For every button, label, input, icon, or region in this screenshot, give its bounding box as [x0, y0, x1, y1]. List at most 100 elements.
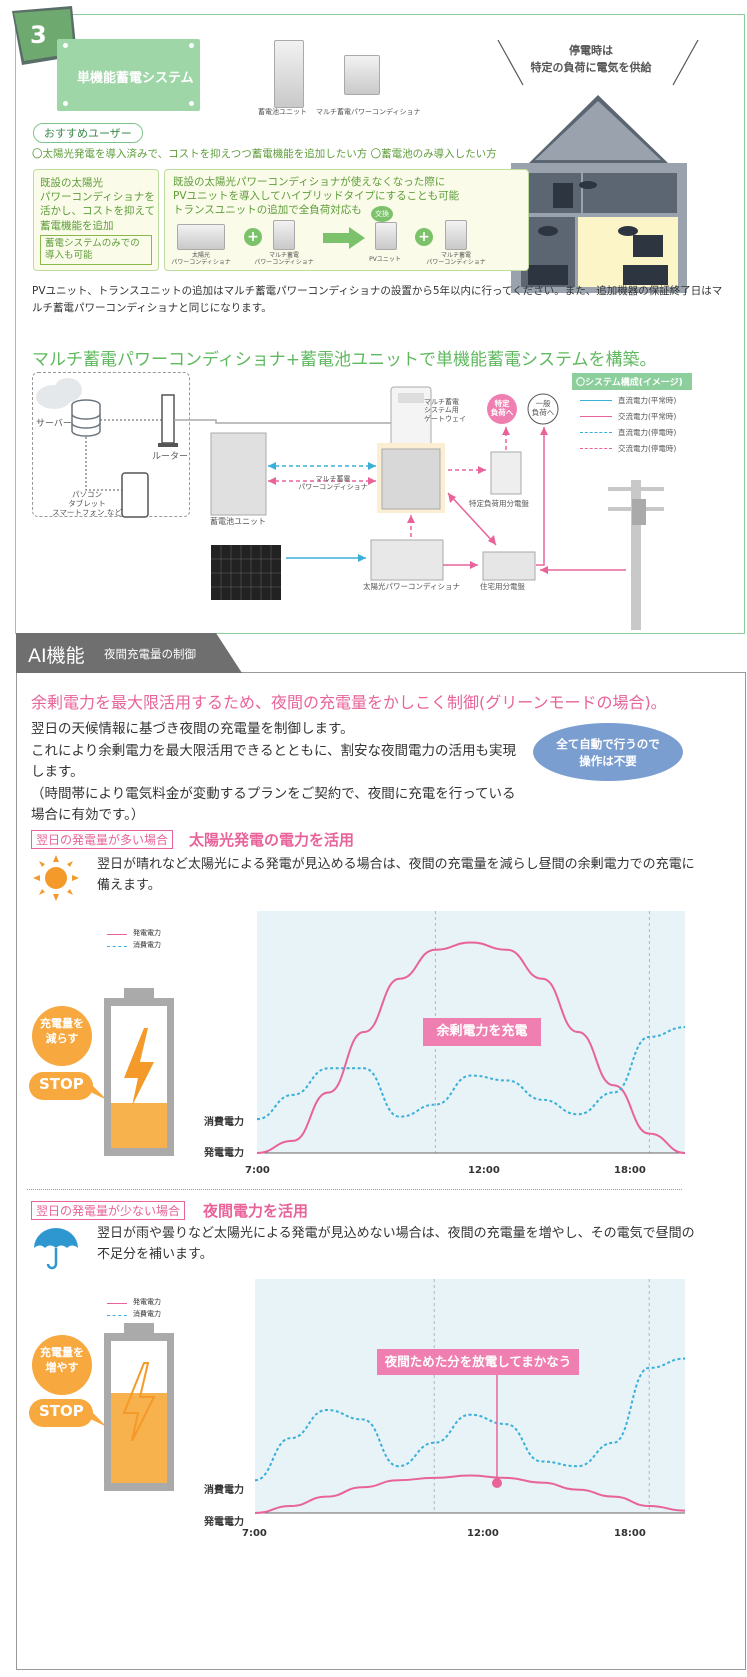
specific-panel-label: 特定負荷用分電盤	[469, 499, 529, 508]
single-function-storage-section: 3 単機能蓄電システム 蓄電池ユニット マルチ蓄電パワーコンディショナ 停電時は…	[12, 6, 745, 634]
solar-pc-label: 太陽光パワーコンディショナ	[363, 582, 460, 591]
case1-text: 翌日が晴れなど太陽光による発電が見込める場合は、夜間の充電量を減らし昼間の余剰電…	[97, 857, 695, 893]
legend-row: 直流電力(停電時)	[572, 427, 692, 438]
item-label: PVユニット	[369, 256, 401, 263]
x-tick: 12:00	[468, 1165, 500, 1176]
stop-label: STOP	[39, 1402, 84, 1420]
devices-label: パソコン タブレット スマートフォン など	[52, 490, 122, 517]
item-label: 太陽光 パワーコンディショナ	[171, 252, 231, 267]
diagram-legend: 〇システム構成(イメージ) 直流電力(平常時) 交流電力(平常時) 直流電力(停電時…	[572, 373, 692, 454]
recommended-users-text: 〇太陽光発電を導入済みで、コストを抑えつつ蓄電機能を追加したい方 〇蓄電池のみ導…	[32, 148, 497, 160]
legend-generation: 発電電力	[133, 1298, 161, 1306]
hybrid-upgrade-box: 既設の太陽光パワーコンディショナが使えなくなった際に PVユニットを導入してハイ…	[164, 169, 529, 271]
legend-row: 交流電力(平常時)	[572, 411, 692, 422]
legend-text: 交流電力(平常時)	[618, 412, 677, 421]
multi-pc-image	[273, 220, 295, 250]
ai-tab: AI機能 夜間充電量の制御	[16, 633, 242, 673]
umbrella-icon	[34, 1228, 78, 1270]
stop-label: STOP	[39, 1075, 84, 1093]
legend-swatch	[580, 416, 612, 417]
legend-text: 直流電力(停電時)	[618, 428, 677, 437]
general-load-label: 一般 負荷へ	[531, 399, 555, 417]
system-diagram	[36, 378, 664, 630]
sun-icon	[33, 855, 79, 901]
server-label: サーバー	[36, 419, 72, 429]
plus-icon: +	[415, 228, 433, 246]
hybrid-upgrade-text: 既設の太陽光パワーコンディショナが使えなくなった際に PVユニットを導入してハイ…	[173, 176, 460, 217]
ai-function-section: AI機能 夜間充電量の制御 余剰電力を最大限活用するため、夜間の充電量をかしこく…	[16, 633, 746, 1670]
legend-text: 交流電力(停電時)	[618, 444, 677, 453]
existing-solar-box: 既設の太陽光 パワーコンディショナを 活かし、コストを抑えて 蓄電機能を追加 蓄…	[33, 169, 159, 271]
battery-increase-icon	[104, 1323, 174, 1491]
divider	[27, 1189, 682, 1190]
y-label-consumption: 消費電力	[204, 1117, 244, 1128]
solar-pc-image	[177, 224, 225, 250]
x-tick: 18:00	[614, 1165, 646, 1176]
callout-dot	[492, 1478, 502, 1488]
case2-title: 夜間電力を活用	[203, 1202, 309, 1220]
plot-area	[255, 1279, 685, 1513]
charge-increase-circle: 充電量を 増やす	[32, 1335, 92, 1395]
recommended-users-pill: おすすめユーザー	[33, 123, 143, 143]
swap-badge: 交換	[371, 206, 393, 222]
house-illustration	[497, 39, 699, 293]
stop-bubble	[29, 1399, 107, 1427]
legend-consumption: 消費電力	[133, 1310, 161, 1318]
system-heading: マルチ蓄電パワーコンディショナ+蓄電池ユニットで単機能蓄電システムを構築。	[32, 350, 657, 370]
arrow-right-icon	[323, 227, 365, 249]
battery-label: 蓄電池ユニット	[210, 517, 266, 526]
x-tick: 18:00	[614, 1528, 646, 1539]
stop-bubble	[29, 1072, 107, 1100]
battery-reduce-icon	[104, 988, 174, 1156]
legend-swatch	[580, 432, 612, 433]
system-title: 単機能蓄電システム	[77, 71, 194, 86]
consumption-line	[254, 1357, 686, 1482]
legend-text: 直流電力(平常時)	[618, 396, 677, 405]
auto-operation-bubble: 全て自動で行うので 操作は不要	[533, 723, 683, 781]
chart-rainy	[254, 1279, 686, 1514]
multi-pc-image	[344, 55, 380, 95]
gateway-label: マルチ蓄電 システム用 ゲートウェイ	[424, 398, 466, 423]
surplus-callout: 余剰電力を充電	[423, 1018, 541, 1046]
case1-title: 太陽光発電の電力を活用	[189, 831, 355, 849]
multi-pc-label: マルチ蓄電 パワーコンディショナ	[298, 475, 368, 492]
installation-note: PVユニット、トランスユニットの追加はマルチ蓄電パワーコンディショナの設置から5…	[32, 285, 723, 314]
existing-solar-text: 既設の太陽光 パワーコンディショナを 活かし、コストを抑えて 蓄電機能を追加	[40, 177, 155, 232]
y-label-consumption: 消費電力	[204, 1485, 244, 1496]
section-number: 3	[30, 21, 47, 49]
multi-pc-label: マルチ蓄電パワーコンディショナ	[316, 108, 421, 116]
legend-swatch	[580, 400, 612, 401]
ai-heading: 余剰電力を最大限活用するため、夜間の充電量をかしこく制御(グリーンモードの場合)…	[31, 693, 667, 712]
generation-line	[254, 1474, 686, 1514]
legend-row: 交流電力(停電時)	[572, 443, 692, 454]
charge-reduce-circle: 充電量を 減らす	[32, 1006, 92, 1066]
generation-line	[256, 941, 686, 1154]
legend-consumption: 消費電力	[133, 941, 161, 949]
consumption-line	[256, 1026, 686, 1121]
outage-label: 停電時は 特定の負荷に電気を供給	[530, 44, 652, 74]
ai-tab-subtitle: 夜間充電量の制御	[104, 647, 196, 661]
x-tick: 12:00	[467, 1528, 499, 1539]
legend-title: 〇システム構成(イメージ)	[572, 373, 692, 390]
network-group	[32, 372, 190, 517]
x-tick: 7:00	[245, 1165, 270, 1176]
battery-unit-label: 蓄電池ユニット	[258, 108, 307, 116]
item-label: マルチ蓄電 パワーコンディショナ	[254, 252, 314, 267]
specific-load-label: 特定 負荷へ	[490, 399, 514, 417]
ai-tab-title: AI機能	[28, 645, 85, 667]
legend-generation: 発電電力	[133, 929, 161, 937]
home-panel-label: 住宅用分電盤	[480, 582, 525, 591]
chart-sunny	[256, 911, 686, 1154]
existing-solar-subtext: 蓄電システムのみでの 導入も可能	[40, 235, 152, 265]
plus-icon: +	[244, 228, 262, 246]
battery-unit-image	[274, 40, 304, 108]
y-label-generation: 発電電力	[204, 1148, 244, 1159]
multi-pc-image	[445, 220, 467, 250]
case2-text: 翌日が雨や曇りなど太陽光による発電が見込めない場合は、夜間の充電量を増やし、その…	[97, 1226, 695, 1262]
system-title-box: 単機能蓄電システム	[57, 39, 200, 111]
y-label-generation: 発電電力	[204, 1517, 244, 1528]
legend-row: 直流電力(平常時)	[572, 395, 692, 406]
case1-tag: 翌日の発電量が多い場合	[31, 830, 174, 849]
ai-intro: 翌日の天候情報に基づき夜間の充電量を制御します。 これにより余剰電力を最大限活用…	[31, 721, 517, 824]
case2-tag: 翌日の発電量が少ない場合	[31, 1201, 186, 1220]
